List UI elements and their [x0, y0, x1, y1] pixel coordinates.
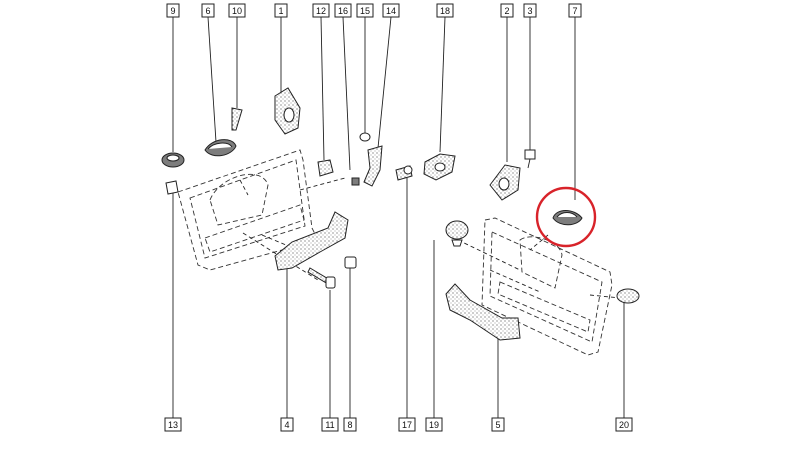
svg-text:1: 1	[278, 6, 283, 16]
callout-17: 17	[398, 417, 416, 432]
part-15-ring	[359, 132, 371, 142]
svg-text:7: 7	[572, 6, 577, 16]
svg-text:11: 11	[325, 420, 334, 430]
part-8-screw	[344, 256, 357, 269]
callout-6: 6	[201, 3, 215, 18]
callout-12: 12	[312, 3, 330, 18]
svg-text:10: 10	[232, 6, 242, 16]
callout-19: 19	[425, 417, 443, 432]
svg-text:6: 6	[205, 6, 210, 16]
callout-14: 14	[382, 3, 400, 18]
callout-3: 3	[523, 3, 537, 18]
callout-4: 4	[280, 417, 294, 432]
part-12-clip	[317, 159, 334, 177]
part-7-cup-insert	[535, 186, 597, 248]
svg-text:17: 17	[402, 420, 412, 430]
svg-text:13: 13	[168, 420, 178, 430]
callout-20: 20	[615, 417, 633, 432]
callout-1: 1	[274, 3, 288, 18]
part-5-grab-handle	[445, 283, 521, 341]
svg-text:4: 4	[284, 420, 289, 430]
svg-text:2: 2	[504, 6, 509, 16]
part-18-plate	[423, 153, 456, 181]
part-3-screw	[524, 149, 536, 169]
svg-text:5: 5	[495, 420, 500, 430]
part-2-bezel	[489, 164, 521, 201]
part-4-grab-handle	[274, 211, 349, 271]
svg-text:20: 20	[619, 420, 629, 430]
callout-13: 13	[164, 417, 182, 432]
callout-7: 7	[568, 3, 582, 18]
svg-text:18: 18	[440, 6, 450, 16]
part-16-nut	[351, 177, 360, 186]
svg-text:8: 8	[347, 420, 352, 430]
svg-text:3: 3	[527, 6, 532, 16]
part-1-bezel	[274, 87, 301, 135]
callout-2: 2	[500, 3, 514, 18]
svg-text:16: 16	[338, 6, 348, 16]
part-13-clip	[165, 180, 179, 195]
left-door-panel	[177, 149, 346, 281]
part-20-cap	[616, 288, 640, 304]
leader-lines	[172, 16, 625, 418]
callout-10: 10	[228, 3, 246, 18]
callout-8: 8	[343, 417, 357, 432]
right-door-panel	[457, 217, 621, 356]
callout-5: 5	[491, 417, 505, 432]
svg-text:14: 14	[386, 6, 396, 16]
part-11-screw	[307, 267, 336, 289]
callout-16: 16	[334, 3, 352, 18]
callout-11: 11	[321, 417, 339, 432]
part-10-screw	[231, 107, 243, 131]
part-14-bracket	[363, 145, 383, 187]
part-19-grommet	[445, 220, 469, 247]
callout-15: 15	[356, 3, 374, 18]
highlight-circle	[535, 186, 597, 248]
part-9-grommet	[161, 152, 185, 168]
svg-text:15: 15	[360, 6, 370, 16]
svg-text:9: 9	[170, 6, 175, 16]
part-6-cup-insert	[204, 139, 237, 157]
svg-text:19: 19	[429, 420, 439, 430]
callout-9: 9	[166, 3, 180, 18]
svg-text:12: 12	[316, 6, 326, 16]
part-17-screw	[395, 165, 413, 181]
callout-18: 18	[436, 3, 454, 18]
